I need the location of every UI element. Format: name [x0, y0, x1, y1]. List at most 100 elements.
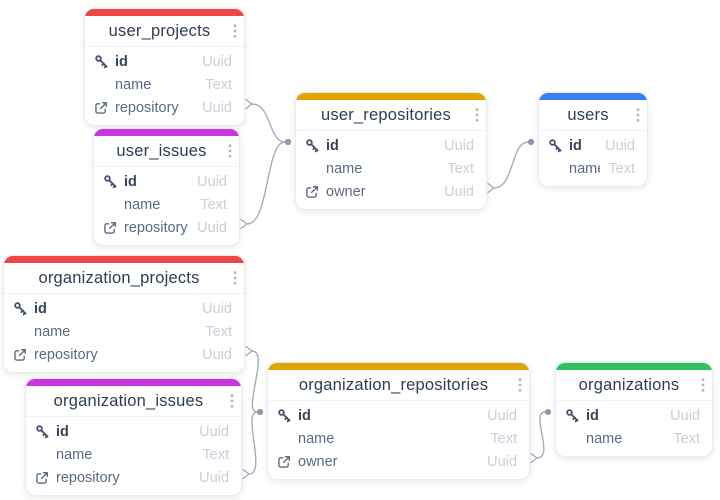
field-icon-slot	[277, 408, 294, 423]
table-title: organization_repositories	[298, 375, 489, 394]
field-name: id	[34, 300, 47, 317]
table-title: organization_issues	[53, 391, 204, 410]
table-card[interactable]: organizations	[555, 362, 713, 457]
field-name: name	[34, 323, 71, 340]
field-row: repository Uuid	[85, 96, 244, 119]
field-icon-slot	[305, 161, 322, 176]
field-icon-slot	[305, 184, 322, 199]
kebab-menu-icon[interactable]	[230, 394, 234, 409]
kebab-menu-icon[interactable]	[636, 108, 640, 123]
field-row: name Text	[539, 157, 647, 180]
foreign-key-icon	[95, 101, 107, 114]
field-icon-slot	[35, 447, 52, 462]
field-row: repository Uuid	[4, 343, 244, 366]
field-icon-slot	[548, 138, 565, 153]
table-title: organizations	[578, 375, 680, 394]
field-icon-slot	[13, 347, 30, 362]
field-icon-slot	[13, 324, 30, 339]
field-type: Text	[673, 430, 700, 447]
table-accent-bar	[296, 93, 486, 100]
field-name: name	[298, 430, 335, 447]
foreign-key-icon	[306, 185, 318, 198]
table-header: user_repositories	[296, 100, 486, 131]
field-type: Uuid	[202, 53, 232, 70]
field-icon-slot	[277, 454, 294, 469]
field-row: id Uuid	[4, 297, 244, 320]
field-type: Uuid	[202, 346, 232, 363]
primary-key-icon	[104, 175, 117, 189]
table-card[interactable]: users	[538, 92, 648, 187]
field-name: name	[56, 446, 93, 463]
field-icon-slot	[94, 54, 111, 69]
field-row: name Text	[296, 157, 486, 180]
foreign-key-icon	[36, 471, 48, 484]
kebab-menu-icon[interactable]	[518, 378, 522, 393]
table-fields: id Uuid name Text	[556, 401, 712, 456]
table-card[interactable]: user_issues	[93, 128, 240, 246]
table-card[interactable]: user_repositories	[295, 92, 487, 210]
table-fields: id Uuid name Text	[539, 131, 647, 186]
field-type: Text	[202, 446, 229, 463]
field-row: repository Uuid	[26, 466, 241, 489]
field-type: Text	[205, 76, 232, 93]
field-type: Uuid	[670, 407, 700, 424]
primary-key-icon	[36, 425, 49, 439]
field-row: id Uuid	[539, 134, 647, 157]
table-card[interactable]: user_projects	[84, 8, 245, 126]
field-type: Uuid	[605, 137, 635, 154]
table-card[interactable]: organization_issues	[25, 378, 242, 496]
field-type: Uuid	[444, 137, 474, 154]
table-fields: id Uuid name Text	[296, 131, 486, 209]
table-accent-bar	[94, 129, 239, 136]
field-name: repository	[115, 99, 179, 116]
table-accent-bar	[4, 256, 244, 263]
table-accent-bar	[539, 93, 647, 100]
foreign-key-icon	[14, 348, 26, 361]
table-fields: id Uuid name Text	[268, 401, 529, 479]
field-type: Uuid	[487, 407, 517, 424]
field-name: name	[115, 76, 152, 93]
kebab-menu-icon[interactable]	[701, 378, 705, 393]
kebab-menu-icon[interactable]	[233, 271, 237, 286]
field-type: Uuid	[199, 469, 229, 486]
field-row: name Text	[4, 320, 244, 343]
field-icon-slot	[565, 408, 582, 423]
field-name: owner	[326, 183, 366, 200]
field-icon-slot	[103, 197, 120, 212]
primary-key-icon	[95, 55, 108, 69]
field-row: id Uuid	[26, 420, 241, 443]
table-header: user_projects	[85, 16, 244, 47]
table-header: users	[539, 100, 647, 131]
kebab-menu-icon[interactable]	[233, 24, 237, 39]
field-row: name Text	[268, 427, 529, 450]
field-row: name Text	[94, 193, 239, 216]
table-fields: id Uuid name Text	[4, 294, 244, 372]
field-row: owner Uuid	[296, 180, 486, 203]
primary-key-icon	[278, 409, 291, 423]
field-icon-slot	[103, 174, 120, 189]
table-accent-bar	[268, 363, 529, 370]
table-accent-bar	[26, 379, 241, 386]
field-icon-slot	[565, 431, 582, 446]
field-icon-slot	[103, 220, 120, 235]
field-name: name	[124, 196, 161, 213]
kebab-menu-icon[interactable]	[228, 144, 232, 159]
field-row: id Uuid	[296, 134, 486, 157]
primary-key-icon	[566, 409, 579, 423]
field-name: id	[124, 173, 137, 190]
table-header: organizations	[556, 370, 712, 401]
field-name: id	[326, 137, 339, 154]
kebab-menu-icon[interactable]	[475, 108, 479, 123]
table-header: organization_issues	[26, 386, 241, 417]
table-card[interactable]: organization_repositories	[267, 362, 530, 480]
table-card[interactable]: organization_projects	[3, 255, 245, 373]
field-row: name Text	[556, 427, 712, 450]
field-name: repository	[34, 346, 98, 363]
field-name: id	[569, 137, 582, 154]
table-title: users	[567, 105, 609, 124]
field-type: Uuid	[199, 423, 229, 440]
field-name: name	[326, 160, 363, 177]
field-type: Uuid	[197, 219, 227, 236]
primary-key-icon	[549, 139, 562, 153]
